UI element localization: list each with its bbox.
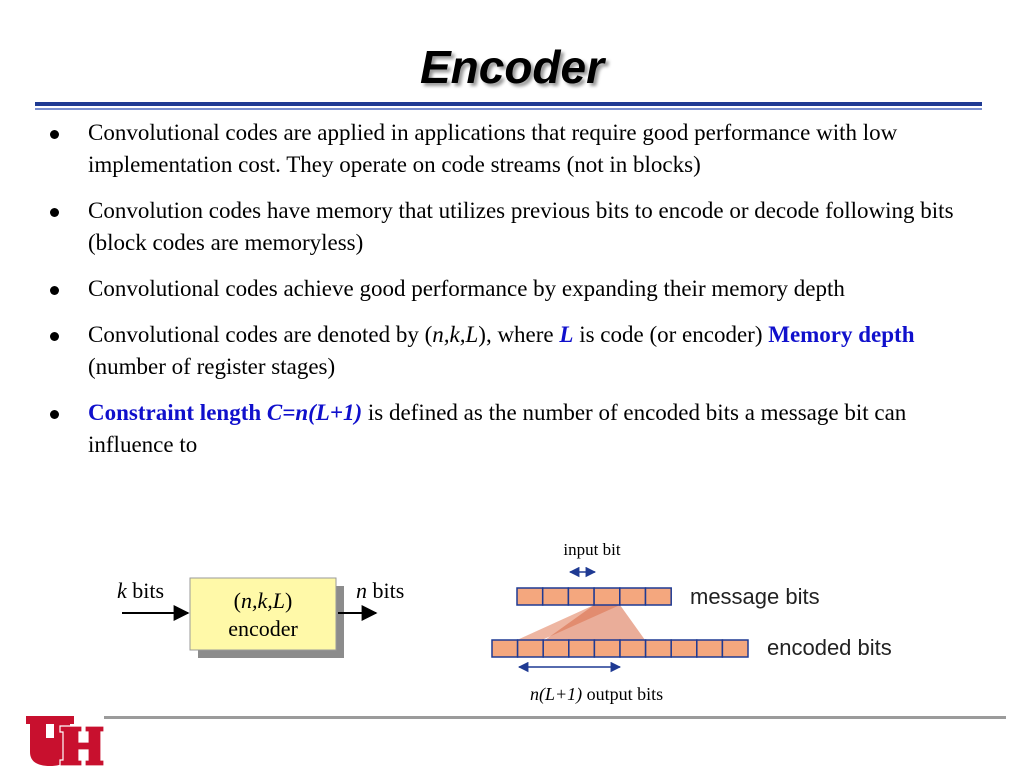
bullet-text-italic: n,k,L: [432, 322, 479, 347]
encoded-bit-cell: [721, 639, 749, 658]
bullet-text: ), where: [478, 322, 560, 347]
bullet-item: Convolution codes have memory that utili…: [48, 195, 968, 259]
output-bits-label: n(L+1) output bits: [530, 684, 663, 705]
message-bit-cell: [516, 587, 544, 606]
bullet-list: Convolutional codes are applied in appli…: [48, 117, 968, 475]
influence-region-right: [545, 605, 645, 640]
slide-title: Encoder: [419, 41, 605, 93]
encoded-bit-cell: [644, 639, 672, 658]
bullet-item: Convolutional codes achieve good perform…: [48, 273, 968, 305]
n-bits-label: n bits: [356, 578, 404, 603]
bullet-text: is code (or encoder): [573, 322, 769, 347]
title-rule: [35, 102, 982, 106]
bullet-item: Constraint length C=n(L+1) is defined as…: [48, 397, 968, 461]
encoded-bits-row: [491, 639, 749, 658]
bullet-highlight: C=n(L+1): [266, 400, 363, 425]
message-bit-cell: [619, 587, 647, 606]
footer-rule: [104, 716, 1006, 719]
message-bit-cell: [541, 587, 570, 606]
encoded-bit-cell: [593, 639, 621, 658]
k-bits-label: k bits: [117, 578, 164, 603]
title-rule-thin: [35, 108, 982, 110]
encoded-bit-cell: [619, 639, 647, 658]
bullet-text: Convolutional codes are denoted by (: [88, 322, 433, 347]
bullet-dot-icon: [50, 332, 59, 341]
bullet-highlight: Constraint length: [88, 400, 267, 425]
message-bits-row: [516, 587, 672, 606]
bullet-highlight: Memory depth: [768, 322, 915, 347]
bullet-highlight: L: [559, 322, 574, 347]
message-bit-cell: [644, 587, 672, 606]
encoder-box-params: (n,k,L): [234, 588, 293, 613]
encoded-bits-label: encoded bits: [767, 635, 892, 660]
input-bit-label: input bit: [563, 540, 620, 559]
bullet-text: is defined as the number of encoded bits…: [88, 400, 907, 457]
encoder-block-diagram: k bits (n,k,L) encoder n bits: [117, 577, 404, 658]
encoded-bit-cell: [696, 639, 724, 658]
message-bit-cell: [593, 587, 621, 606]
bullet-text: Convolution codes have memory that utili…: [88, 198, 954, 255]
encoded-bit-cell: [542, 639, 570, 658]
bullet-dot-icon: [50, 410, 59, 419]
encoded-bit-cell: [491, 639, 519, 658]
encoder-box: [189, 577, 337, 651]
bullet-text: (number of register stages): [88, 354, 336, 379]
encoder-diagrams: k bits (n,k,L) encoder n bits input bit …: [117, 540, 892, 705]
message-bits-label: message bits: [690, 584, 820, 609]
bullet-dot-icon: [50, 286, 59, 295]
encoder-box-label: encoder: [228, 616, 298, 641]
encoded-bit-cell: [516, 639, 544, 658]
bullet-item: Convolutional codes are applied in appli…: [48, 117, 968, 181]
bullet-item: Convolutional codes are denoted by (n,k,…: [48, 319, 968, 383]
bits-diagram: input bit message bits encoded bits n(L+…: [491, 540, 892, 705]
bullet-dot-icon: [50, 130, 59, 139]
encoded-bit-cell: [670, 639, 698, 658]
message-bit-cell: [567, 587, 595, 606]
bullet-dot-icon: [50, 208, 59, 217]
university-logo-icon: [26, 716, 104, 767]
encoded-bit-cell: [568, 639, 596, 658]
bullet-text: Convolutional codes are applied in appli…: [88, 120, 898, 177]
bullet-text: Convolutional codes achieve good perform…: [88, 276, 845, 301]
